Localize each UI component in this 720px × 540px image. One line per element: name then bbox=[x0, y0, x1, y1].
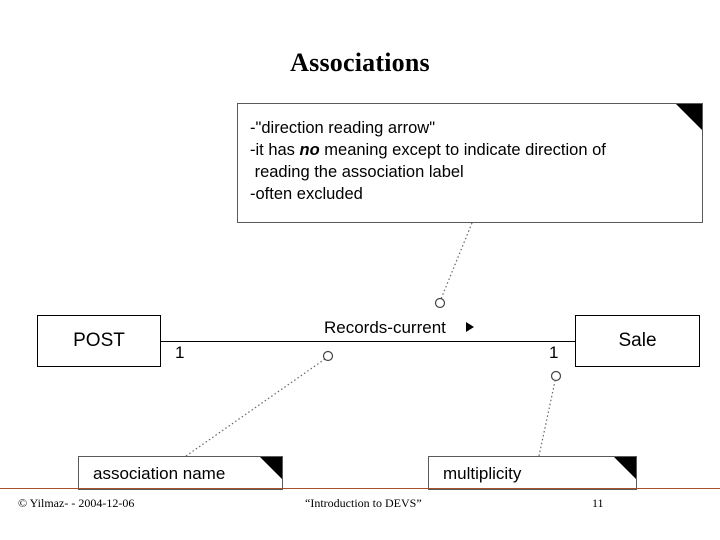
note-line-2-emphasis: no bbox=[299, 141, 320, 159]
leader-line-multiplicity bbox=[538, 380, 556, 457]
footer-presentation-title: “Introduction to DEVS” bbox=[305, 496, 422, 510]
callout-association-name: association name bbox=[78, 456, 283, 490]
folded-corner-icon bbox=[260, 457, 282, 479]
note-body: -"direction reading arrow" -it has no me… bbox=[250, 117, 606, 205]
association-line bbox=[160, 341, 576, 342]
note-line-1: -"direction reading arrow" bbox=[250, 119, 436, 137]
uml-class-sale: Sale bbox=[575, 315, 700, 367]
footer-copyright: © Yilmaz- - 2004-12-06 bbox=[18, 496, 135, 510]
left-multiplicity: 1 bbox=[175, 343, 185, 362]
callout-multiplicity: multiplicity bbox=[428, 456, 637, 490]
leader-line-association-name bbox=[185, 358, 326, 457]
direction-reading-arrow-icon bbox=[466, 322, 474, 332]
uml-class-post-label: POST bbox=[73, 330, 125, 351]
note-line-3: reading the association label bbox=[250, 163, 464, 181]
leader-endpoint-circle-multiplicity bbox=[550, 370, 562, 382]
uml-class-post: POST bbox=[37, 315, 161, 367]
note-direction-reading-arrow: -"direction reading arrow" -it has no me… bbox=[237, 103, 703, 223]
note-line-2-pre: -it has bbox=[250, 141, 300, 159]
leader-line-note-to-arrow bbox=[440, 222, 473, 300]
footer-divider bbox=[0, 488, 720, 489]
callout-association-name-label: association name bbox=[93, 464, 226, 483]
folded-corner-icon bbox=[614, 457, 636, 479]
folded-corner-icon bbox=[676, 104, 702, 130]
page-title: Associations bbox=[290, 48, 430, 77]
footer-page-number: 11 bbox=[592, 496, 604, 510]
note-line-2: -it has no meaning except to indicate di… bbox=[250, 141, 606, 159]
uml-class-sale-label: Sale bbox=[618, 330, 657, 351]
note-line-2-post: meaning except to indicate direction of bbox=[319, 141, 606, 159]
callout-multiplicity-label: multiplicity bbox=[443, 464, 522, 483]
note-line-4: -often excluded bbox=[250, 185, 363, 203]
leader-endpoint-circle-association-name bbox=[322, 350, 334, 362]
right-multiplicity: 1 bbox=[549, 343, 559, 362]
association-name-label: Records-current bbox=[324, 318, 446, 337]
leader-endpoint-circle-arrow bbox=[434, 297, 446, 309]
